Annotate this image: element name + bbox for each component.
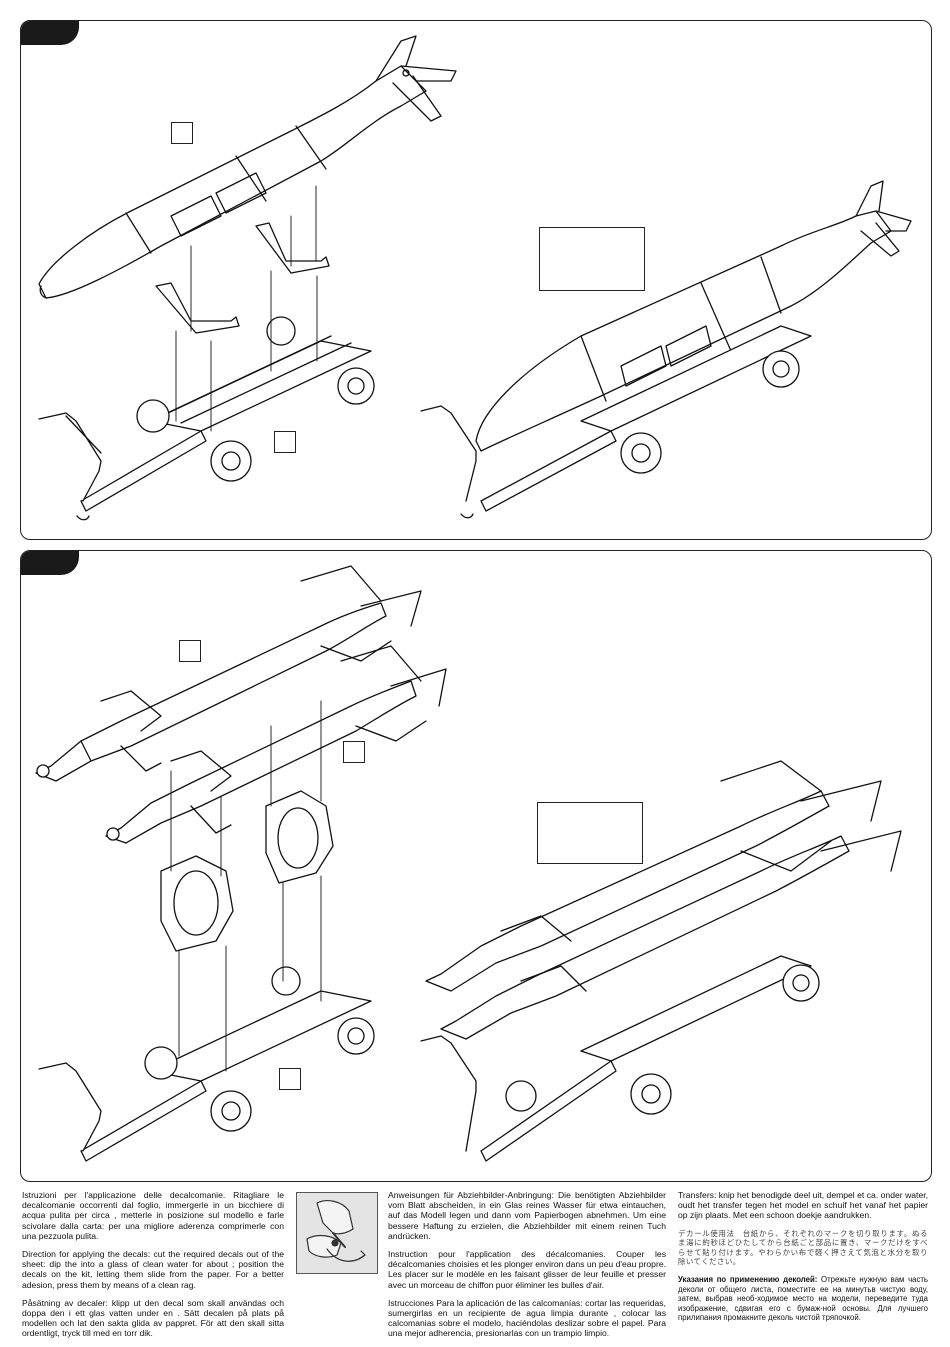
instructions-column-1: Istruzioni per l'applicazione delle deca…: [22, 1190, 284, 1347]
callout-box-marking: [539, 227, 645, 291]
step-2-assembly-drawing: [35, 565, 902, 1162]
callout-box-bomb: [171, 122, 193, 144]
trolley-right: [420, 325, 812, 519]
assembly-guide-lines-step-2: [170, 700, 322, 1072]
missile-lower-left: [105, 645, 447, 844]
instructions-russian-body: Отрежьте нужную вам часть деколи от обще…: [678, 1274, 928, 1323]
missiles-assembled-right: [425, 760, 902, 1040]
instructions-russian-title: Указания по применению деколей:: [678, 1274, 818, 1284]
callout-box-marking-step-2: [537, 802, 643, 864]
instructions-german: Anweisungen für Abziehbilder-Anbringung:…: [388, 1190, 666, 1241]
step-2-number-tab: [21, 551, 79, 575]
missile-upper-left: [35, 565, 422, 782]
callout-box-missile-upper: [179, 640, 201, 662]
trolley-left-step-2: [38, 966, 375, 1162]
assembly-guide-lines: [175, 185, 318, 432]
bomb-left-exploded: [38, 35, 457, 299]
instructions-japanese: デカール使用法 台紙から、それぞれのマークを切り取ります。ぬるま湯に約秒ほどひた…: [678, 1228, 928, 1267]
trolley-right-step-2: [420, 955, 820, 1162]
callout-box-trolley-step-2: [279, 1068, 301, 1090]
step-1-number-tab: [21, 21, 79, 45]
instructions-column-3: Transfers: knip het benodigde deel uit, …: [678, 1190, 928, 1331]
trolley-left: [38, 316, 375, 521]
cradle-left-exploded: [155, 222, 330, 334]
step-2-panel: [20, 550, 932, 1182]
callout-box-trolley: [274, 431, 296, 453]
instructions-french: Instruction pour l'application des décal…: [388, 1249, 666, 1290]
instructions-swedish: Påsätning av decaler: klipp ut den decal…: [22, 1297, 284, 1339]
instructions-russian: Указания по применению деколей: Отрежьте…: [678, 1275, 928, 1323]
step-1-panel: [20, 20, 932, 540]
bomb-right-assembled: [475, 180, 912, 452]
instructions-italian: Istruzioni per l'applicazione delle deca…: [22, 1190, 284, 1241]
decal-application-illustration: [296, 1192, 378, 1274]
instructions-dutch: Transfers: knip het benodigde deel uit, …: [678, 1190, 928, 1221]
instructions-spanish: Istrucciones Para la aplicación de las c…: [388, 1297, 666, 1339]
instructions-english: Direction for applying the decals: cut t…: [22, 1249, 284, 1290]
step-1-assembly-drawing: [38, 35, 912, 521]
octagonal-cradles: [160, 790, 334, 952]
callout-box-missile-lower: [343, 741, 365, 763]
instructions-column-2: Anweisungen für Abziehbilder-Anbringung:…: [388, 1190, 666, 1347]
